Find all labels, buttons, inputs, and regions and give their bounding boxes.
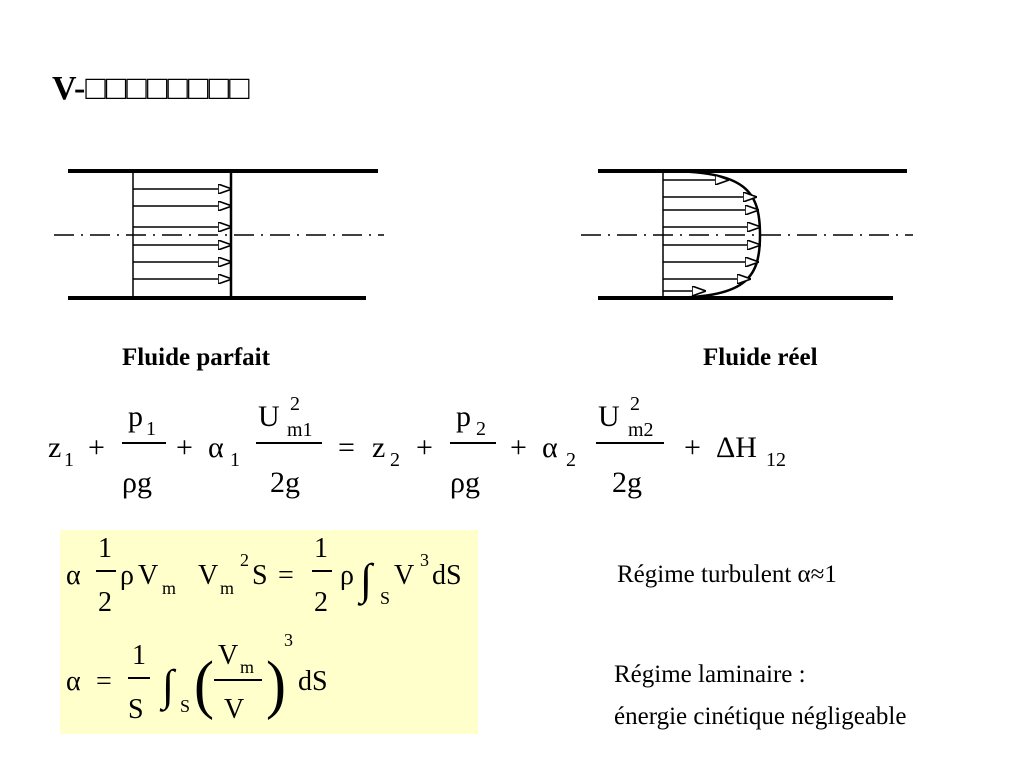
eqa-V2: V <box>198 560 218 591</box>
caption-perfect-fluid: Fluide parfait <box>122 344 270 371</box>
eqa-V3: V <box>394 560 414 591</box>
eq-z2: z <box>372 431 385 464</box>
eqa-two: 2 <box>98 587 112 618</box>
eqa-paren-open: ( <box>194 647 214 720</box>
eq-p1: p <box>128 400 143 433</box>
eqa-integral-sub: S <box>380 588 390 608</box>
eqa-V2-sub: m <box>220 578 234 598</box>
eq-plus-2: + <box>176 431 193 464</box>
slide-title: V-□□□□□□□□ <box>52 70 250 107</box>
eq-plus-5: + <box>684 431 701 464</box>
eqa-V2-sup: 2 <box>240 550 249 570</box>
eqa-S: S <box>252 560 268 591</box>
eqa-paren-sup: 3 <box>284 630 293 650</box>
alpha-definition-box <box>60 530 478 734</box>
eqa-one: 1 <box>98 533 112 564</box>
eq-U1-sup: 2 <box>290 393 300 415</box>
eq-equals: = <box>338 431 355 464</box>
eqa-dS: dS <box>432 560 462 591</box>
eq-2g-1: 2g <box>270 466 300 499</box>
eq-z2-sub: 2 <box>390 449 400 471</box>
eqa-one-3: 1 <box>132 640 146 671</box>
eq-U2-sub: m2 <box>628 419 654 441</box>
eq-p1-sub: 1 <box>146 418 156 440</box>
eq-delta-H-sub: 12 <box>766 449 786 471</box>
eqa-V-den: V <box>224 694 244 725</box>
eq-plus-3: + <box>416 431 433 464</box>
eq-p2-sub: 2 <box>476 418 486 440</box>
eqa-rho: ρ <box>120 560 134 591</box>
note-laminar-energy: énergie cinétique négligeable <box>614 703 907 730</box>
eq-alpha-1: α <box>208 431 224 464</box>
eqa-integral-2: ∫ <box>159 661 177 712</box>
eqa-Vm-sub: m <box>240 657 254 677</box>
eqa-rho-2: ρ <box>340 560 354 591</box>
eq-z1-sub: 1 <box>64 449 74 471</box>
eqa-integral-2-sub: S <box>180 696 190 716</box>
real-fluid-profile <box>581 169 913 300</box>
eq-plus-1: + <box>88 431 105 464</box>
caption-real-fluid: Fluide réel <box>703 344 818 371</box>
eqa-V: V <box>138 560 158 591</box>
perfect-fluid-profile <box>54 169 384 300</box>
eqa-equals-2: = <box>96 666 112 697</box>
eqa-alpha: α <box>66 560 81 591</box>
eq-rho-g-2: ρg <box>450 466 480 499</box>
eq-alpha-1-sub: 1 <box>230 449 240 471</box>
eqa-two-2: 2 <box>314 587 328 618</box>
bernoulli-equation: z 1 + p 1 ρg + α 1 U 2 m1 2g = z 2 + p 2… <box>48 393 786 499</box>
eq-U1-sub: m1 <box>287 419 313 441</box>
velocity-arrows <box>663 180 760 291</box>
eqa-V3-sup: 3 <box>420 550 429 570</box>
eqa-dS-2: dS <box>298 666 328 697</box>
eqa-Vm: V <box>218 640 238 671</box>
eqa-V-sub: m <box>162 578 176 598</box>
eq-z1: z <box>48 431 61 464</box>
eq-alpha-2: α <box>542 431 558 464</box>
eqa-paren-close: ) <box>266 647 286 720</box>
eq-alpha-2-sub: 2 <box>566 449 576 471</box>
eq-2g-2: 2g <box>612 466 642 499</box>
velocity-arrows <box>133 189 231 279</box>
eqa-integral: ∫ <box>357 555 375 606</box>
eq-delta-H: ΔH <box>716 431 757 464</box>
eqa-one-2: 1 <box>314 533 328 564</box>
eq-rho-g-1: ρg <box>122 466 152 499</box>
eq-U2: U <box>598 400 620 433</box>
note-turbulent-regime: Régime turbulent α≈1 <box>617 561 837 588</box>
alpha-definition-equations: α 1 2 ρ V m V m 2 S = 1 2 ρ ∫ S V 3 dS α… <box>66 533 462 725</box>
eqa-equals: = <box>278 560 294 591</box>
eq-plus-4: + <box>510 431 527 464</box>
eqa-S-den: S <box>128 694 144 725</box>
flow-profiles-diagram <box>54 169 913 300</box>
note-laminar-regime: Régime laminaire : <box>614 661 806 688</box>
eq-U1: U <box>258 400 280 433</box>
eqa-alpha-2: α <box>66 666 81 697</box>
eq-p2: p <box>456 400 471 433</box>
eq-U2-sup: 2 <box>630 393 640 415</box>
